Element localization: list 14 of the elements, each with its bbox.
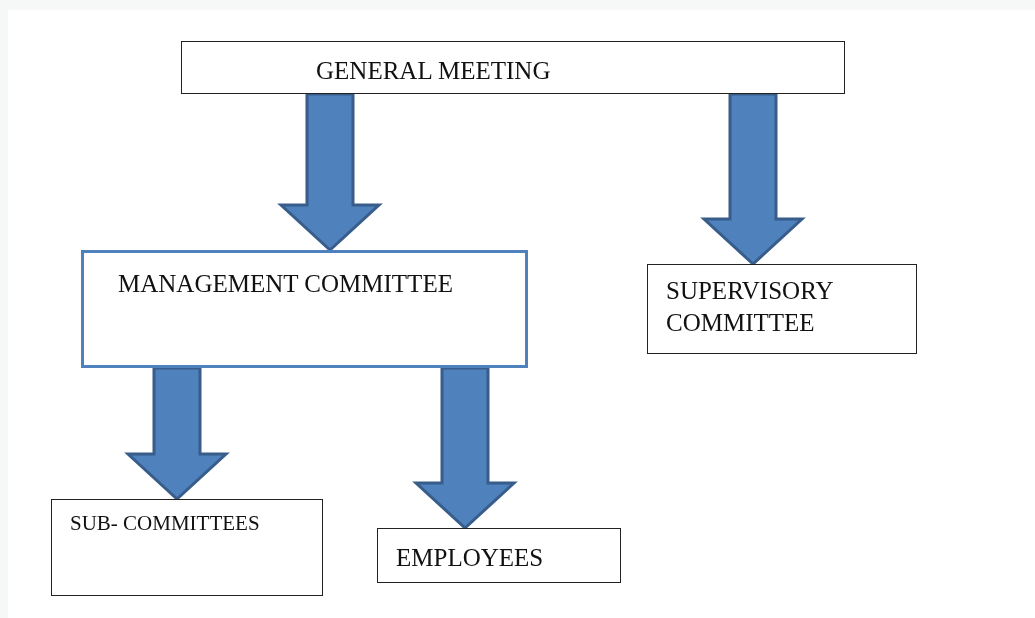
block-arrow — [277, 92, 383, 253]
org-box — [181, 41, 845, 94]
box-label: GENERAL MEETING — [316, 57, 551, 84]
block-arrow — [124, 366, 230, 502]
box-label: EMPLOYEES — [396, 544, 544, 571]
block-arrow — [700, 92, 806, 267]
box-label: SUPERVISORY COMMITTEE — [666, 277, 833, 336]
box-label: MANAGEMENT COMMITTEE — [118, 270, 453, 297]
org-box — [377, 528, 621, 583]
block-arrow — [412, 366, 518, 531]
org-box — [647, 264, 917, 354]
org-box — [81, 250, 528, 368]
org-box — [51, 499, 323, 596]
box-label: SUB- COMMITTEES — [70, 511, 260, 535]
